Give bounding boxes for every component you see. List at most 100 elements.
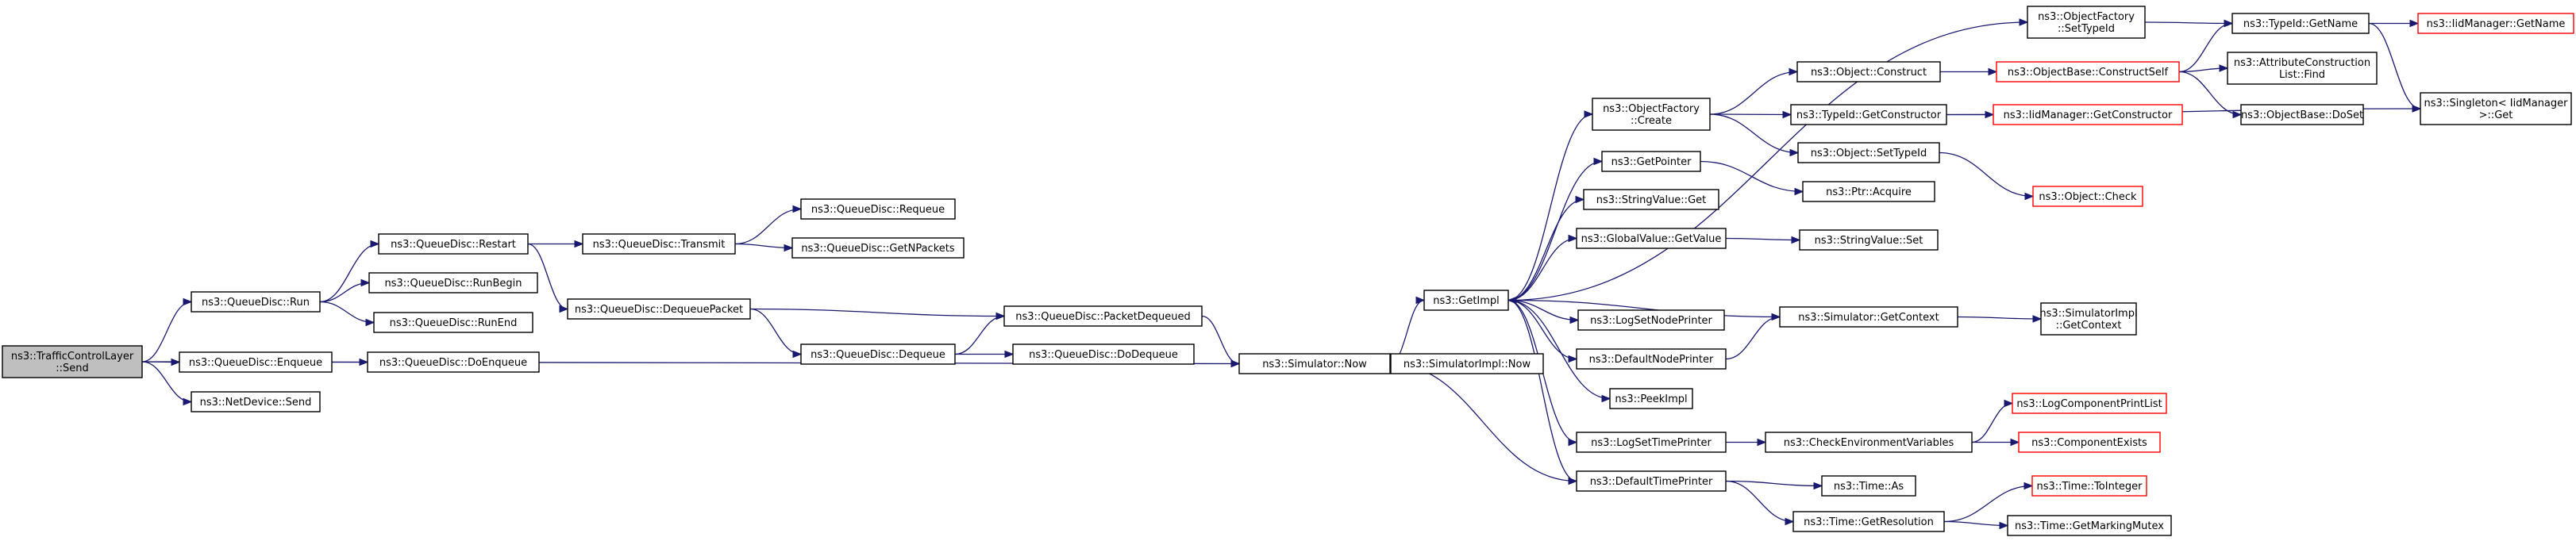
edge-obconstructself-to-attrconstructionfind xyxy=(2178,64,2229,73)
node-label: ns3::ObjectFactory xyxy=(2038,11,2135,23)
edge-restart-to-dequeuepacket xyxy=(527,243,569,313)
node-objconstruct[interactable]: ns3::Object::Construct xyxy=(1796,61,1941,82)
node-box xyxy=(2420,92,2572,125)
edge-getpointer-to-ptracquire xyxy=(1700,160,1804,196)
node-typeidgetconstructor[interactable]: ns3::TypeId::GetConstructor xyxy=(1790,104,1947,125)
node-getnpackets[interactable]: ns3::QueueDisc::GetNPackets xyxy=(791,237,965,259)
arrowhead xyxy=(183,397,193,406)
node-box xyxy=(800,198,956,220)
arrowhead xyxy=(360,278,371,287)
node-label: ns3::QueueDisc::DoEnqueue xyxy=(379,357,527,369)
node-box xyxy=(2227,52,2378,85)
node-timeas[interactable]: ns3::Time::As xyxy=(1821,475,1916,497)
node-label: ns3::SimulatorImpl::Now xyxy=(1404,359,1531,370)
node-obconstructself[interactable]: ns3::ObjectBase::ConstructSelf xyxy=(1996,61,2180,82)
node-stringvalueset[interactable]: ns3::StringValue::Set xyxy=(1799,229,1939,251)
arrowhead xyxy=(1415,296,1426,305)
node-packetdequeued[interactable]: ns3::QueueDisc::PacketDequeued xyxy=(1003,305,1203,327)
arrowhead xyxy=(2032,315,2043,323)
node-box xyxy=(1821,475,1916,497)
node-logsetnodeprinter[interactable]: ns3::LogSetNodePrinter xyxy=(1577,309,1725,331)
node-label: ns3::DefaultNodePrinter xyxy=(1589,354,1714,366)
arrowhead xyxy=(1794,187,1804,196)
node-run[interactable]: ns3::QueueDisc::Run xyxy=(191,291,321,313)
edge-defaultnodeprinter-to-simgetcontext xyxy=(1725,313,1781,360)
node-simimplnow[interactable]: ns3::SimulatorImpl::Now xyxy=(1390,353,1544,374)
node-simimplgetcontext[interactable]: ns3::SimulatorImpl::GetContext xyxy=(2039,302,2138,336)
node-gvgetvalue[interactable]: ns3::GlobalValue::GetValue xyxy=(1576,228,1727,249)
node-dodequeue[interactable]: ns3::QueueDisc::DoDequeue xyxy=(1012,343,1195,365)
arrowhead xyxy=(359,358,369,366)
node-simgetcontext[interactable]: ns3::Simulator::GetContext xyxy=(1779,306,1958,328)
node-enqueue[interactable]: ns3::QueueDisc::Enqueue xyxy=(179,351,333,373)
node-box xyxy=(1601,151,1701,172)
node-send[interactable]: ns3::TrafficControlLayer::Send xyxy=(2,345,143,378)
arrowhead xyxy=(2010,438,2020,447)
node-stringvalueget[interactable]: ns3::StringValue::Get xyxy=(1583,189,1719,210)
node-objsettypeid[interactable]: ns3::Object::SetTypeId xyxy=(1797,142,1940,163)
node-label: ns3::Object::SetTypeId xyxy=(1811,148,1927,159)
node-box xyxy=(2040,302,2137,336)
node-singletonget[interactable]: ns3::Singleton< IidManager >::Get xyxy=(2420,92,2572,125)
arrowhead xyxy=(1785,517,1795,526)
node-runend[interactable]: ns3::QueueDisc::RunEnd xyxy=(373,312,533,333)
node-runbegin[interactable]: ns3::QueueDisc::RunBegin xyxy=(368,272,538,294)
node-dequeuepacket[interactable]: ns3::QueueDisc::DequeuePacket xyxy=(567,298,751,320)
node-simnow[interactable]: ns3::Simulator::Now xyxy=(1238,353,1391,374)
node-label: ::SetTypeId xyxy=(2058,23,2115,35)
node-label: List::Find xyxy=(2279,69,2325,81)
node-restart[interactable]: ns3::QueueDisc::Restart xyxy=(378,233,529,255)
node-box xyxy=(1576,432,1727,453)
node-label: ns3::Ptr::Acquire xyxy=(1826,186,1912,198)
node-box xyxy=(1583,189,1719,210)
nodes: ns3::TrafficControlLayer::Send ns3::Queue… xyxy=(2,6,2574,536)
edge-timegetresolution-to-timetointeger xyxy=(1943,482,2034,523)
node-checkenv[interactable]: ns3::CheckEnvironmentVariables xyxy=(1765,432,1973,453)
node-obdoset[interactable]: ns3::ObjectBase::DoSet xyxy=(2240,104,2364,125)
node-label: ns3::IidManager::GetConstructor xyxy=(2004,109,2173,121)
node-peekimpl[interactable]: ns3::PeekImpl xyxy=(1609,388,1693,409)
node-label: ns3::Object::Check xyxy=(2039,191,2137,203)
node-label: ns3::ObjectBase::DoSet xyxy=(2241,109,2363,121)
node-timetointeger[interactable]: ns3::Time::ToInteger xyxy=(2031,475,2147,497)
node-defaulttimeprinter[interactable]: ns3::DefaultTimePrinter xyxy=(1576,470,1727,492)
edge-logsettimeprinter-to-checkenv xyxy=(1726,438,1767,447)
node-objcheck[interactable]: ns3::Object::Check xyxy=(2032,186,2143,207)
node-label: ns3::QueueDisc::Restart xyxy=(391,239,516,251)
node-label: ns3::QueueDisc::RunBegin xyxy=(385,278,522,290)
node-ndsend[interactable]: ns3::NetDevice::Send xyxy=(191,391,321,412)
node-box xyxy=(2231,13,2370,34)
node-ofsettypeid[interactable]: ns3::ObjectFactory::SetTypeId xyxy=(2027,6,2146,39)
edge-getimpl-to-peekimpl xyxy=(1507,299,1611,403)
node-doenqueue[interactable]: ns3::QueueDisc::DoEnqueue xyxy=(367,351,540,373)
edge-transmit-to-requeue xyxy=(734,205,803,245)
node-iidgetconstructor[interactable]: ns3::IidManager::GetConstructor xyxy=(1993,104,2183,125)
node-getimpl[interactable]: ns3::GetImpl xyxy=(1423,290,1509,311)
node-label: ns3::StringValue::Set xyxy=(1815,235,1923,247)
edge-send-to-run xyxy=(141,297,193,363)
node-transmit[interactable]: ns3::QueueDisc::Transmit xyxy=(582,233,736,255)
node-ofcreate[interactable]: ns3::ObjectFactory::Create xyxy=(1592,98,1711,131)
node-componentexists[interactable]: ns3::ComponentExists xyxy=(2018,432,2161,453)
node-box xyxy=(800,343,956,365)
node-timegetmarkingmutex[interactable]: ns3::Time::GetMarkingMutex xyxy=(2007,515,2172,536)
node-label: ns3::QueueDisc::Run xyxy=(202,297,310,309)
node-label: ns3::TypeId::GetName xyxy=(2243,18,2358,30)
node-ptracquire[interactable]: ns3::Ptr::Acquire xyxy=(1802,181,1935,202)
node-box xyxy=(2,345,143,378)
node-label: ns3::ObjectFactory xyxy=(1603,103,1700,115)
node-requeue[interactable]: ns3::QueueDisc::Requeue xyxy=(800,198,956,220)
node-logsettimeprinter[interactable]: ns3::LogSetTimePrinter xyxy=(1576,432,1727,453)
node-box xyxy=(1996,61,2180,82)
node-typeidgetname[interactable]: ns3::TypeId::GetName xyxy=(2231,13,2370,34)
node-logcomponentprintlist[interactable]: ns3::LogComponentPrintList xyxy=(2012,393,2167,414)
node-defaultnodeprinter[interactable]: ns3::DefaultNodePrinter xyxy=(1576,348,1727,370)
node-iidgetname[interactable]: ns3::IidManager::GetName xyxy=(2417,13,2574,34)
node-dequeue[interactable]: ns3::QueueDisc::Dequeue xyxy=(800,343,956,365)
arrowhead xyxy=(784,244,794,252)
node-label: ns3::LogComponentPrintList xyxy=(2016,398,2162,410)
node-timegetresolution[interactable]: ns3::Time::GetResolution xyxy=(1792,511,1945,532)
node-getpointer[interactable]: ns3::GetPointer xyxy=(1601,151,1701,172)
